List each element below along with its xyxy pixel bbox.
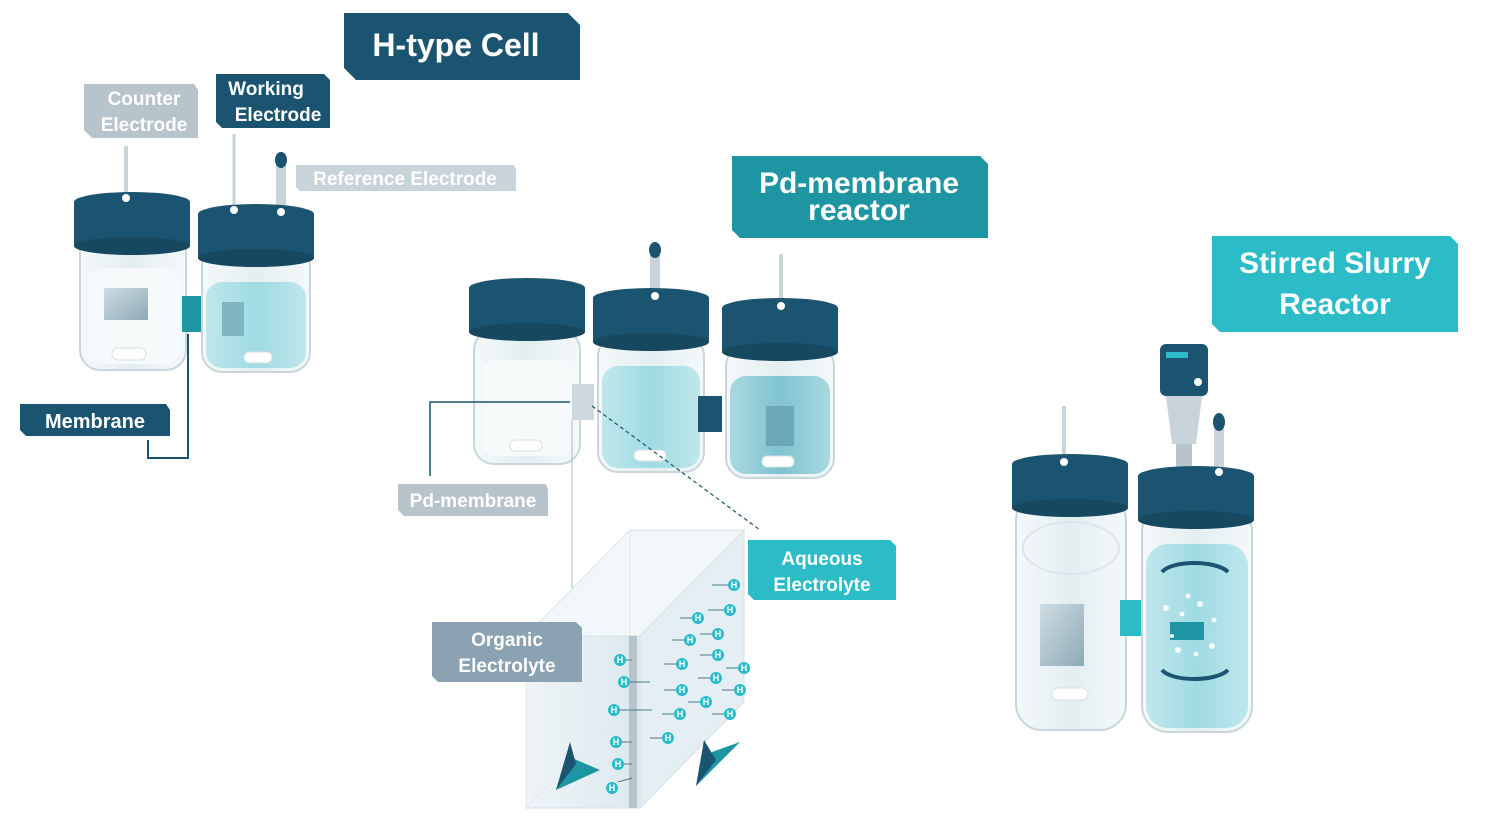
h-cell-counter-jar xyxy=(74,146,190,371)
pd-membrane-connector xyxy=(572,384,594,420)
svg-text:H: H xyxy=(613,737,620,747)
flow-arrow-icon xyxy=(696,742,740,786)
h-cell-working-jar xyxy=(198,134,314,373)
pd-reactor-organic-jar xyxy=(469,278,585,465)
hydrogen-atom: H xyxy=(664,658,688,670)
hydrogen-atom: H xyxy=(712,708,736,720)
hydrogen-atom: H xyxy=(672,634,696,646)
svg-text:H: H xyxy=(609,783,616,793)
svg-text:H: H xyxy=(741,663,748,673)
counter-electrode-label: Counter Electrode xyxy=(84,84,198,138)
svg-text:Pd-membrane: Pd-membrane xyxy=(759,167,959,200)
svg-text:H-type Cell: H-type Cell xyxy=(372,27,539,63)
impeller-icon xyxy=(1170,622,1204,640)
svg-text:Pd-membrane: Pd-membrane xyxy=(410,491,537,512)
svg-text:H: H xyxy=(727,709,734,719)
hydrogen-atom: H xyxy=(726,662,750,674)
title-h-type-cell: H-type Cell xyxy=(344,13,580,80)
aqueous-electrolyte-label: Aqueous Electrolyte xyxy=(748,540,896,600)
slurry-membrane-arm xyxy=(1120,600,1144,636)
pd-membrane-label: Pd-membrane xyxy=(398,401,570,516)
svg-text:reactor: reactor xyxy=(808,194,910,227)
hydrogen-atom: H xyxy=(612,758,632,770)
svg-text:H: H xyxy=(621,677,628,687)
svg-text:H: H xyxy=(617,655,624,665)
counter-plate xyxy=(104,288,148,320)
svg-text:Stirred Slurry: Stirred Slurry xyxy=(1239,247,1431,280)
svg-text:H: H xyxy=(715,629,722,639)
svg-text:H: H xyxy=(665,733,672,743)
svg-text:Electrode: Electrode xyxy=(101,115,188,136)
svg-text:H: H xyxy=(731,580,738,590)
hydrogen-atom: H xyxy=(708,604,736,616)
svg-text:Aqueous: Aqueous xyxy=(781,549,862,570)
svg-text:Electrolyte: Electrolyte xyxy=(773,575,870,596)
title-stirred-slurry-reactor: Stirred Slurry Reactor xyxy=(1212,236,1458,332)
working-electrode-label: Working Electrode xyxy=(216,74,330,128)
hydrogen-atom: H xyxy=(722,684,746,696)
stir-bar-icon xyxy=(111,347,147,361)
svg-text:Working: Working xyxy=(228,79,304,100)
stirrer-motor xyxy=(1160,344,1208,396)
hydrogen-atom: H xyxy=(662,708,686,720)
pd-reactor-aqueous-jar xyxy=(593,242,709,473)
svg-text:H: H xyxy=(679,659,686,669)
hydrogen-atoms: H H H H H H H H H H H H H H H H H H H H … xyxy=(606,579,750,794)
hydrogen-atom: H xyxy=(614,654,632,666)
svg-text:H: H xyxy=(695,613,702,623)
membrane-label: Membrane xyxy=(20,334,189,459)
svg-text:H: H xyxy=(715,650,722,660)
svg-text:Reactor: Reactor xyxy=(1279,288,1391,321)
hydrogen-atom: H xyxy=(700,628,724,640)
hydrogen-atom: H xyxy=(618,676,650,688)
svg-text:Organic: Organic xyxy=(471,630,543,651)
slurry-counter-jar xyxy=(1012,406,1128,731)
svg-text:H: H xyxy=(611,705,618,715)
svg-text:Reference Electrode: Reference Electrode xyxy=(313,169,497,190)
svg-text:H: H xyxy=(677,709,684,719)
pd-reactor-counter-jar xyxy=(722,254,838,479)
svg-text:H: H xyxy=(679,685,686,695)
svg-text:H: H xyxy=(727,605,734,615)
svg-text:H: H xyxy=(687,635,694,645)
svg-text:Membrane: Membrane xyxy=(45,411,145,433)
reference-electrode-label: Reference Electrode xyxy=(296,165,516,191)
hydrogen-atom: H xyxy=(650,732,674,744)
hydrogen-atom: H xyxy=(680,612,704,624)
hydrogen-atom: H xyxy=(700,649,724,661)
organic-electrolyte-label: Organic Electrolyte xyxy=(432,622,582,682)
hydrogen-atom: H xyxy=(610,736,632,748)
hydrogen-atom: H xyxy=(698,672,722,684)
svg-text:H: H xyxy=(703,697,710,707)
svg-text:Counter: Counter xyxy=(108,89,181,110)
slurry-working-jar xyxy=(1138,344,1254,733)
hydrogen-atom: H xyxy=(712,579,740,591)
svg-text:H: H xyxy=(713,673,720,683)
title-pd-membrane-reactor: Pd-membrane reactor xyxy=(732,156,988,238)
svg-text:Electrolyte: Electrolyte xyxy=(458,656,555,677)
hydrogen-atom: H xyxy=(688,696,712,708)
svg-text:Electrode: Electrode xyxy=(235,105,322,126)
flow-arrow-icon xyxy=(556,758,600,790)
hydrogen-atom: H xyxy=(606,777,633,794)
svg-text:H: H xyxy=(737,685,744,695)
pd-reactor-membrane-arm xyxy=(698,396,722,432)
hydrogen-atom: H xyxy=(608,704,652,716)
svg-text:H: H xyxy=(615,759,622,769)
hydrogen-atom: H xyxy=(664,684,688,696)
